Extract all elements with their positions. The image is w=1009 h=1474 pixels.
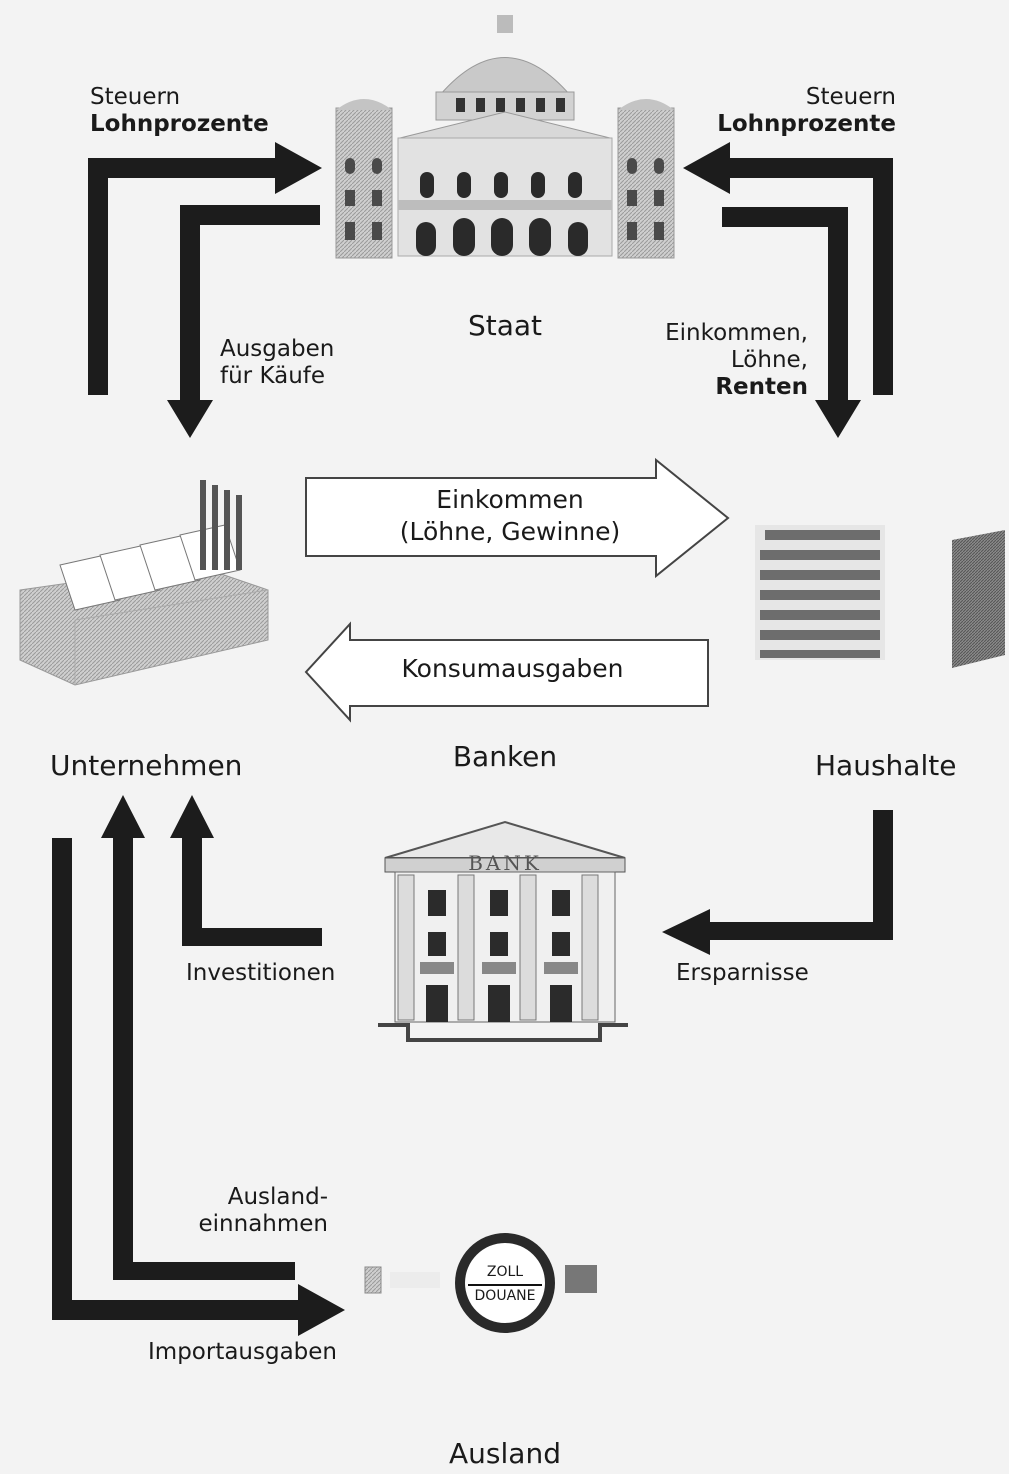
factory-icon (19, 480, 269, 686)
arrow-auslandeinnahmen (101, 795, 295, 1280)
apartment-building-icon (755, 525, 1005, 668)
label-einkommen-staat-line2: Löhne, (730, 347, 808, 373)
label-auslandeinnahmen: Ausland- einnahmen (199, 1184, 329, 1238)
node-haushalte: Haushalte (815, 749, 957, 782)
label-investitionen: Investitionen (186, 960, 336, 986)
label-ausgaben-line1: Ausgaben (220, 336, 335, 362)
label-steuern-left-line2: Lohnprozente (90, 111, 269, 137)
outline-arrows (304, 457, 730, 723)
label-auslandeinnahmen-line2: einnahmen (198, 1211, 329, 1237)
label-steuern-right-line2: Lohnprozente (717, 111, 896, 137)
arrow-steuern-right (683, 142, 893, 395)
arrow-ersparnisse (662, 810, 893, 955)
label-importausgaben: Importausgaben (148, 1339, 338, 1365)
node-unternehmen: Unternehmen (50, 749, 243, 782)
label-auslandeinnahmen-line1: Ausland- (227, 1184, 328, 1210)
label-ausgaben: Ausgaben für Käufe (220, 336, 334, 390)
zoll-text: ZOLL (486, 1264, 524, 1280)
bank-sign-text: BANK (468, 851, 542, 875)
parliament-building-icon (335, 15, 675, 259)
flow-arrows (52, 142, 893, 1336)
arrow-steuern-left (88, 142, 322, 395)
label-ausgaben-line2: für Käufe (220, 363, 326, 389)
label-konsumausgaben: Konsumausgaben (401, 654, 624, 683)
label-einkommen-staat: Einkommen, Löhne, Renten (665, 320, 808, 401)
arrow-einkommen (305, 457, 730, 579)
label-einkommen-line1: Einkommen (436, 485, 584, 514)
label-steuern-left-line1: Steuern (90, 84, 181, 110)
arrow-einkommen-staat (722, 207, 861, 438)
node-ausland: Ausland (449, 1437, 561, 1470)
label-steuern-right: Steuern Lohnprozente (717, 84, 896, 138)
douane-text: DOUANE (474, 1288, 536, 1304)
label-einkommen-staat-line3: Renten (715, 374, 808, 400)
label-einkommen: Einkommen (Löhne, Gewinne) (380, 484, 640, 548)
node-staat: Staat (467, 309, 543, 342)
label-steuern-right-line1: Steuern (805, 84, 896, 110)
arrow-investitionen (170, 795, 322, 946)
bank-building-icon (378, 820, 628, 1042)
arrow-ausgaben (167, 205, 320, 438)
customs-sign-icon (364, 1233, 597, 1333)
node-banken: Banken (452, 740, 558, 773)
label-einkommen-line2: (Löhne, Gewinne) (399, 517, 621, 546)
label-einkommen-staat-line1: Einkommen, (665, 320, 808, 346)
label-steuern-left: Steuern Lohnprozente (90, 84, 269, 138)
label-ersparnisse: Ersparnisse (676, 960, 809, 986)
arrow-konsumausgaben (304, 621, 709, 723)
